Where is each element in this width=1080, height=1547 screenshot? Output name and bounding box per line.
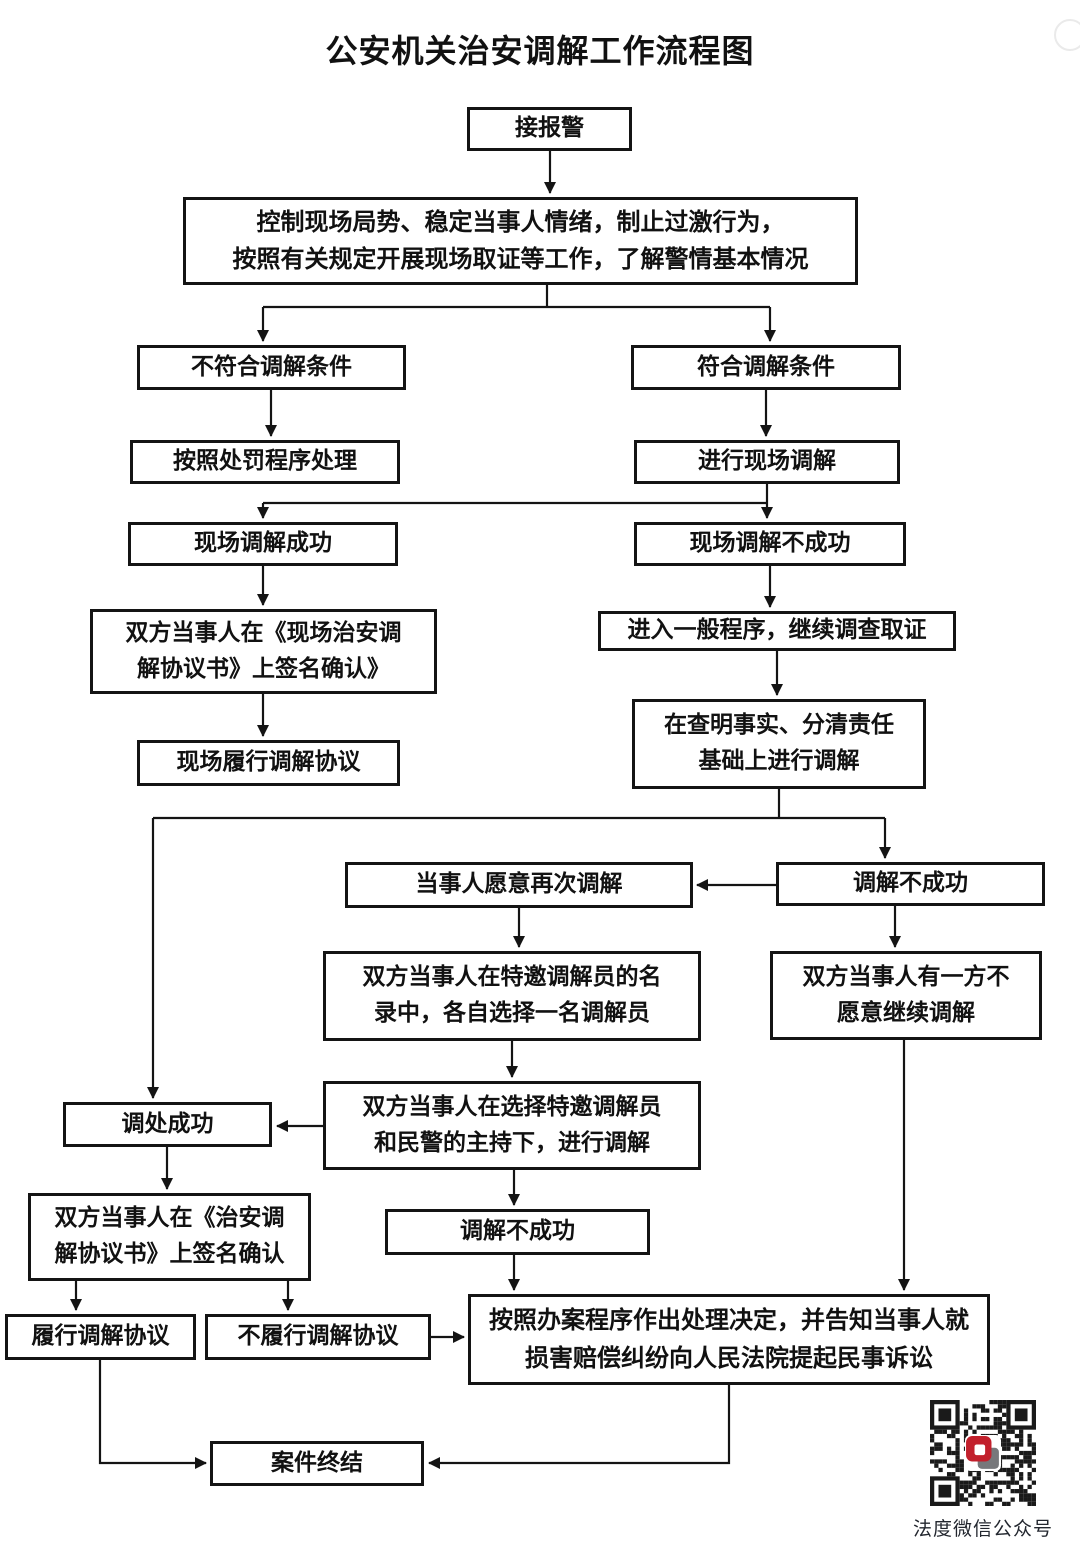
node-not-eligible: 不符合调解条件 <box>137 345 406 390</box>
node-mediation-fail-1: 调解不成功 <box>776 862 1045 906</box>
node-receive-alarm: 接报警 <box>467 107 632 151</box>
page-title: 公安机关治安调解工作流程图 <box>325 32 755 70</box>
node-case-decision: 按照办案程序作出处理决定，并告知当事人就 损害赔偿纠纷向人民法院提起民事诉讼 <box>468 1294 990 1385</box>
node-verify-facts: 在查明事实、分清责任 基础上进行调解 <box>632 699 926 789</box>
node-mediate-hosted: 双方当事人在选择特邀调解员 和民警的主持下，进行调解 <box>323 1081 701 1170</box>
node-mediation-fail-2: 调解不成功 <box>385 1209 650 1255</box>
node-onsite-fulfill: 现场履行调解协议 <box>137 740 400 786</box>
node-onsite-mediation: 进行现场调解 <box>634 440 900 484</box>
node-onsite-fail: 现场调解不成功 <box>634 522 906 566</box>
node-choose-mediators: 双方当事人在特邀调解员的名 录中，各自选择一名调解员 <box>323 951 701 1041</box>
node-mediation-success: 调处成功 <box>63 1102 272 1147</box>
node-eligible: 符合调解条件 <box>631 345 901 390</box>
node-onsite-success: 现场调解成功 <box>128 522 398 566</box>
node-fulfill-agreement: 履行调解协议 <box>5 1314 196 1360</box>
faint-widget-circle <box>1054 19 1080 51</box>
node-not-fulfill-agreement: 不履行调解协议 <box>205 1314 431 1360</box>
node-one-party-refuses: 双方当事人有一方不 愿意继续调解 <box>770 951 1042 1040</box>
node-control-scene: 控制现场局势、稳定当事人情绪，制止过激行为， 按照有关规定开展现场取证等工作，了… <box>183 197 858 285</box>
node-case-closed: 案件终结 <box>210 1441 424 1486</box>
node-sign-agreement: 双方当事人在《治安调 解协议书》上签名确认 <box>28 1193 311 1281</box>
node-punish-procedure: 按照处罚程序处理 <box>130 440 400 484</box>
node-general-procedure: 进入一般程序，继续调查取证 <box>598 611 956 651</box>
qr-code <box>930 1400 1036 1540</box>
node-sign-onsite-agreement: 双方当事人在《现场治安调 解协议书》上签名确认》 <box>90 609 437 694</box>
qr-caption: 法度微信公众号 <box>912 1518 1053 1540</box>
node-willing-again: 当事人愿意再次调解 <box>345 862 693 908</box>
